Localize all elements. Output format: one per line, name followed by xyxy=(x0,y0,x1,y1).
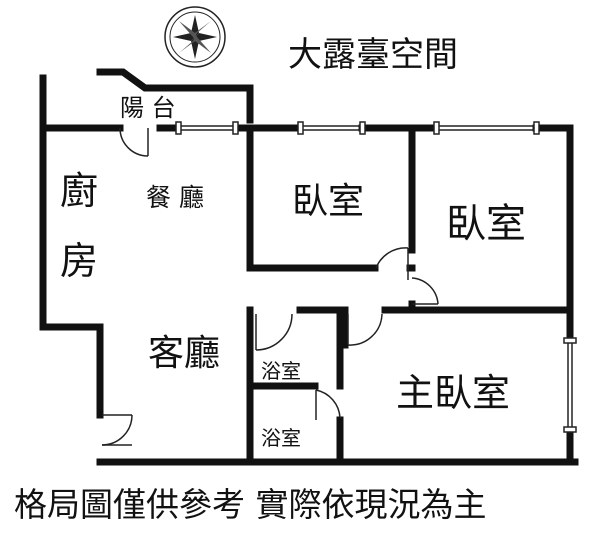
kitchen-label-top: 廚 xyxy=(60,169,99,213)
windows xyxy=(175,121,577,433)
compass-rose-icon xyxy=(164,6,226,68)
bedroom-label-1: 臥室 xyxy=(292,181,365,222)
master-bedroom-label: 主臥室 xyxy=(396,371,511,415)
kitchen-label-bottom: 房 xyxy=(60,239,99,283)
walls xyxy=(39,68,579,466)
balcony-label: 陽 台 xyxy=(120,94,176,122)
disclaimer-text: 格局圖僅供參考 實際依現況為主 xyxy=(14,485,487,524)
dining-label: 餐 廳 xyxy=(146,183,204,212)
bathroom-label-2: 浴室 xyxy=(261,426,301,450)
living-room-label: 客廳 xyxy=(148,333,221,374)
doors xyxy=(101,127,439,446)
terrace-label: 大露臺空間 xyxy=(288,35,458,75)
bedroom-label-2: 臥室 xyxy=(446,201,526,247)
bathroom-label-1: 浴室 xyxy=(261,359,301,383)
